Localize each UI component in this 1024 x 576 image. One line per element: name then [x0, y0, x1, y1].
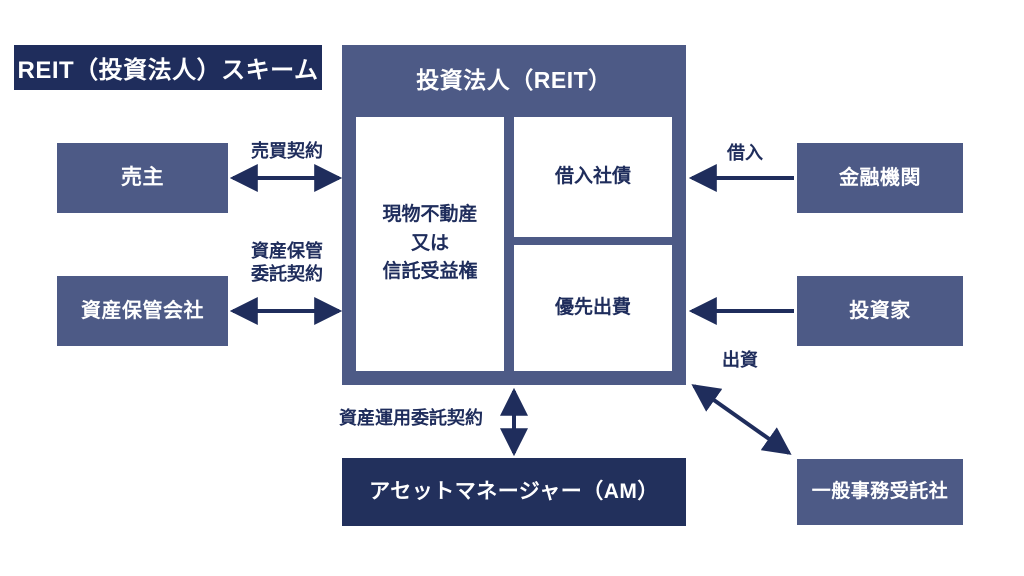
reit-cell-equity: 優先出費: [514, 245, 672, 371]
edge-label-custody-line1: 資産保管: [251, 241, 323, 261]
reit-cell-assets-line2: 又は: [410, 232, 449, 254]
reit-header-label: 投資法人（REIT）: [416, 67, 612, 93]
node-custodian: 資産保管会社: [57, 276, 228, 346]
reit-container: 投資法人（REIT） 現物不動産 又は 信託受益権 借入社債 優先出費: [342, 45, 686, 385]
diagram-title-banner: REIT（投資法人）スキーム: [14, 45, 322, 90]
reit-cell-assets-line3: 信託受益権: [382, 261, 478, 283]
node-bank: 金融機関: [797, 143, 963, 213]
edge-label-sale-contract: 売買契約: [251, 141, 323, 161]
reit-cell-assets: 現物不動産 又は 信託受益権: [356, 117, 504, 371]
edge-label-capital-contribution: 出資: [722, 350, 758, 370]
edge-label-custody-line2: 委託契約: [251, 263, 323, 284]
edge-label-borrowing: 借入: [727, 143, 763, 163]
node-asset-manager: アセットマネージャー（AM）: [342, 458, 686, 526]
node-investor: 投資家: [797, 276, 963, 346]
node-seller: 売主: [57, 143, 228, 213]
arrow-reit-admin: [691, 384, 792, 455]
edge-label-am-contract: 資産運用委託契約: [339, 408, 483, 428]
diagram-title-text: REIT（投資法人）スキーム: [17, 57, 319, 84]
node-admin: 一般事務受託社: [797, 459, 963, 525]
edge-label-custody-contract: 資産保管 委託契約: [232, 240, 342, 285]
reit-cell-debt: 借入社債: [514, 117, 672, 237]
reit-cell-assets-line1: 現物不動産: [382, 204, 478, 226]
